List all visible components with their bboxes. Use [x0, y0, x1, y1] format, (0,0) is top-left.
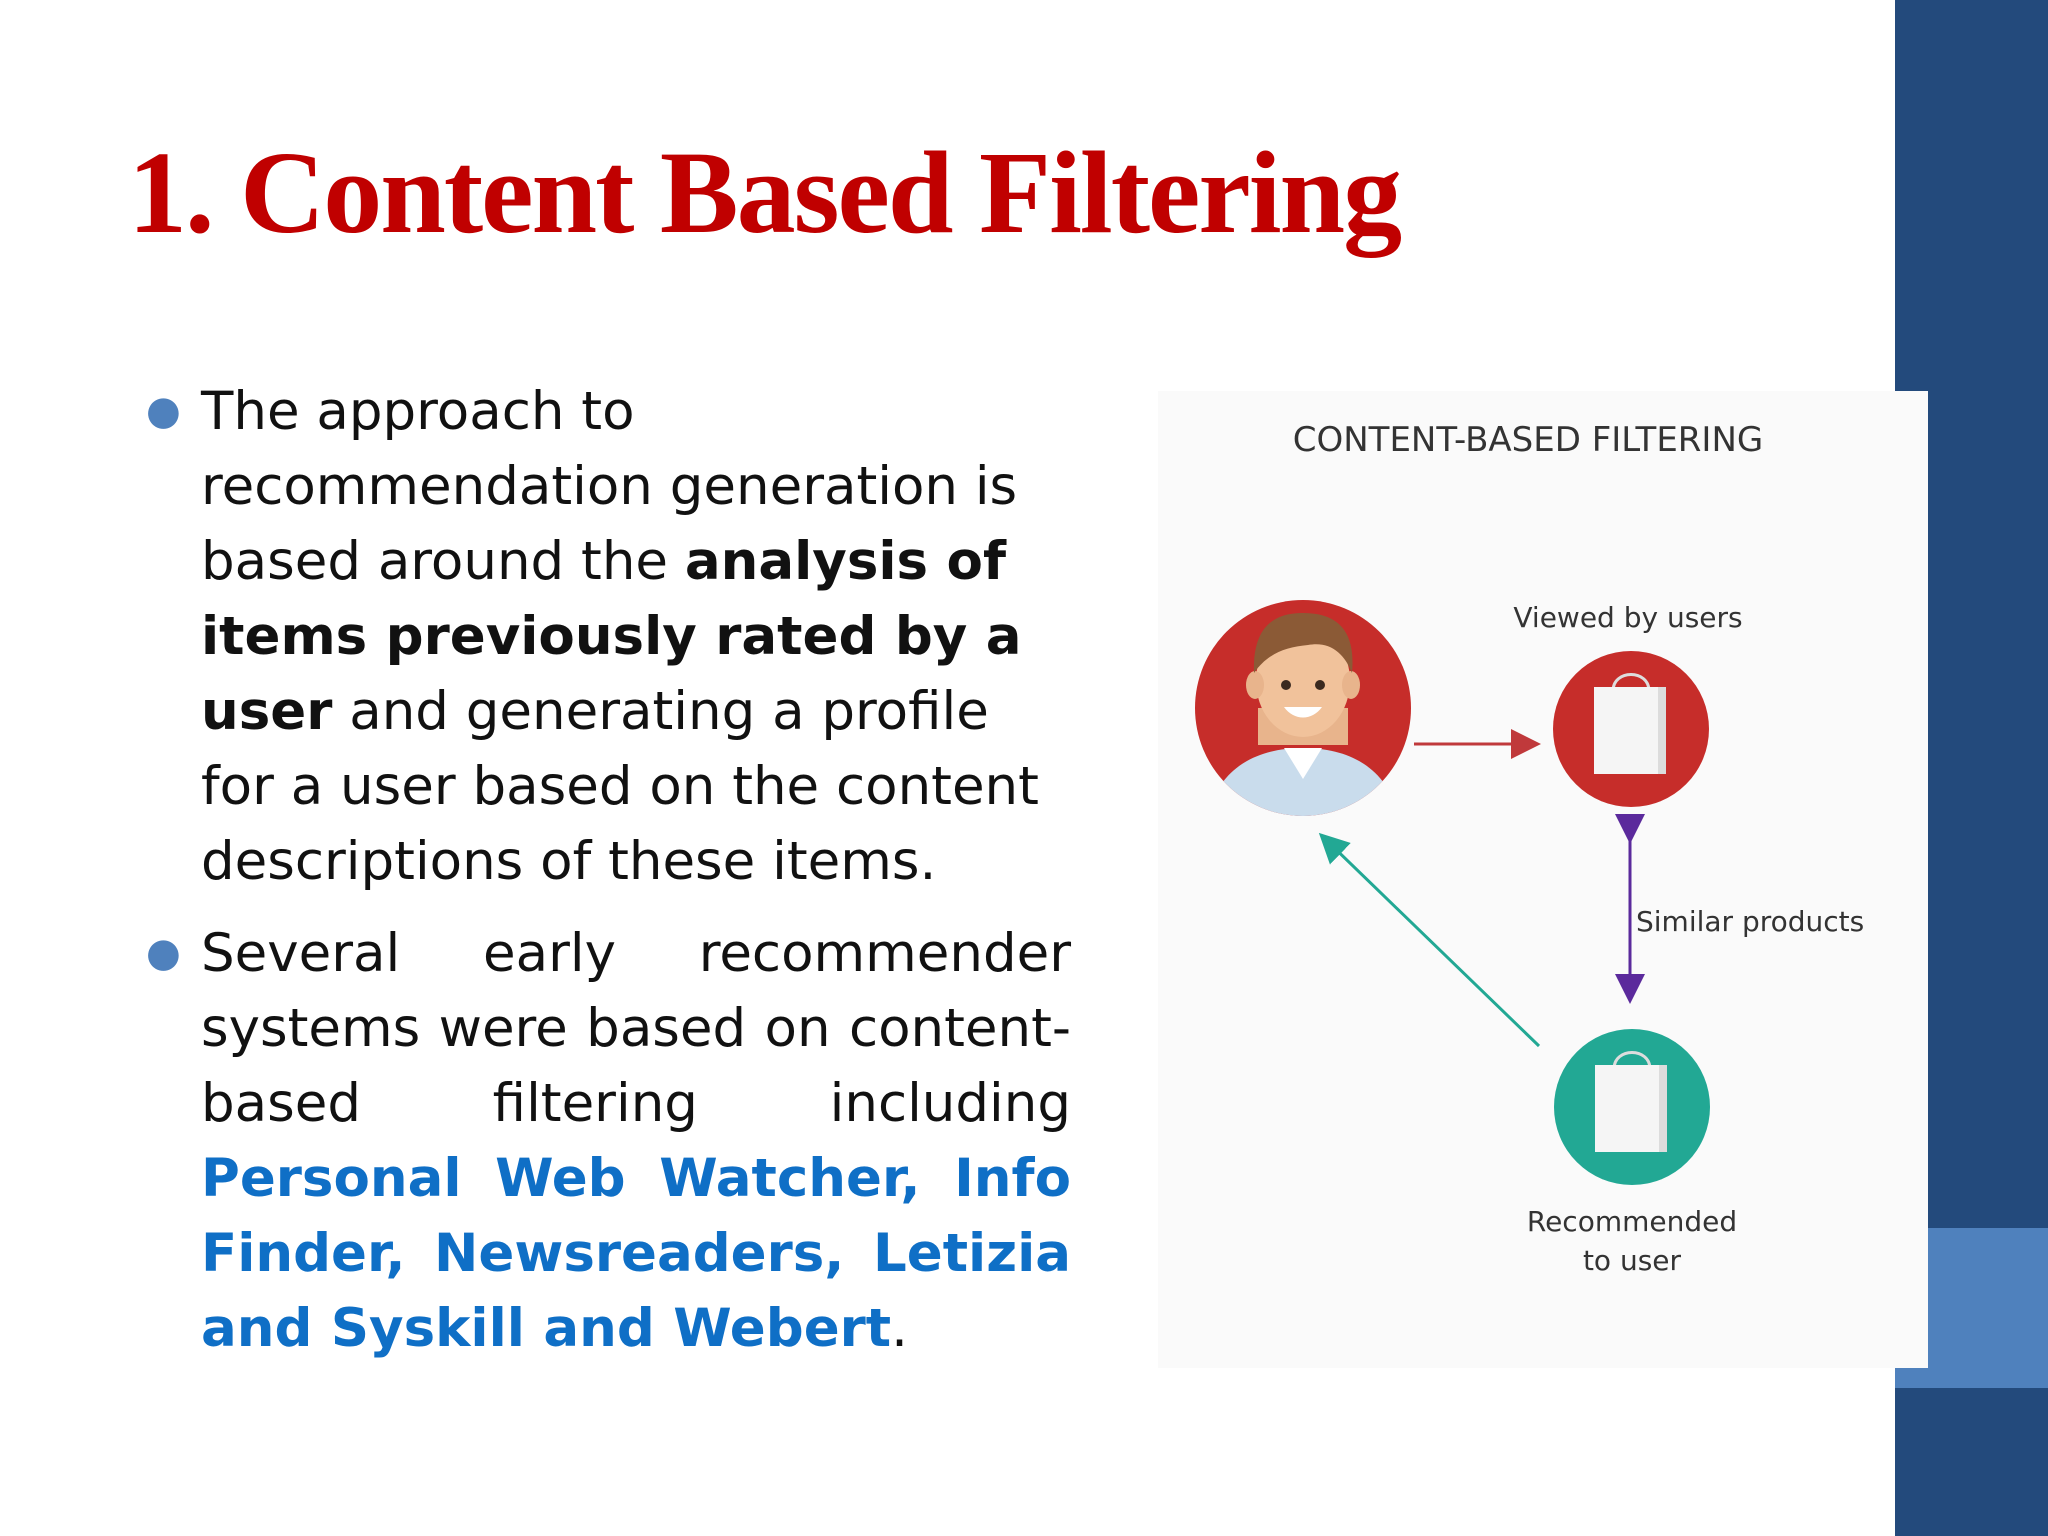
slide-title: 1. Content Based Filtering: [128, 127, 1402, 258]
recommended-product-node: [1554, 1029, 1710, 1185]
recommended-arrow: [1318, 832, 1541, 1048]
viewed-label: Viewed by users: [1513, 601, 1742, 634]
systems-list-text: Personal Web Watcher, Info Finder, Newsr…: [201, 1148, 1071, 1359]
bullet-dot-icon: ●: [146, 930, 181, 976]
user-avatar-icon: [1195, 600, 1411, 816]
similar-label: Similar products: [1636, 905, 1864, 938]
bullet-text: Several early recommender systems were b…: [201, 923, 1071, 1359]
bullet-rest-text: and generating a profile for a user base…: [201, 681, 1039, 892]
shopping-bag-icon: [1595, 1051, 1667, 1152]
bullet-list: ● The approach to recommendation generat…: [146, 374, 1071, 1383]
bullet-intro-text: The approach to recommendation generatio…: [201, 381, 1018, 592]
bullet-bold-text: analysis of items previously rated by a …: [201, 531, 1022, 742]
bullet-dot-icon: ●: [146, 388, 181, 434]
bullet-text: The approach to recommendation generatio…: [201, 381, 1039, 892]
filtering-diagram: CONTENT-BASED FILTERING: [1195, 420, 1864, 1277]
bullet-item-systems: ● Several early recommender systems were…: [146, 916, 1071, 1366]
recommended-label-line1: Recommended: [1527, 1205, 1737, 1238]
shopping-bag-icon: [1594, 673, 1666, 774]
figure-title: CONTENT-BASED FILTERING: [1293, 420, 1764, 460]
viewed-product-node: [1553, 651, 1709, 807]
bullet-item-approach: ● The approach to recommendation generat…: [146, 374, 1071, 899]
content-based-filtering-figure: CONTENT-BASED FILTERING: [1158, 391, 1928, 1368]
bullet-intro-text: Several early recommender systems were b…: [201, 923, 1071, 1134]
bullet-end-text: .: [891, 1298, 908, 1359]
recommended-label-line2: to user: [1583, 1244, 1682, 1277]
